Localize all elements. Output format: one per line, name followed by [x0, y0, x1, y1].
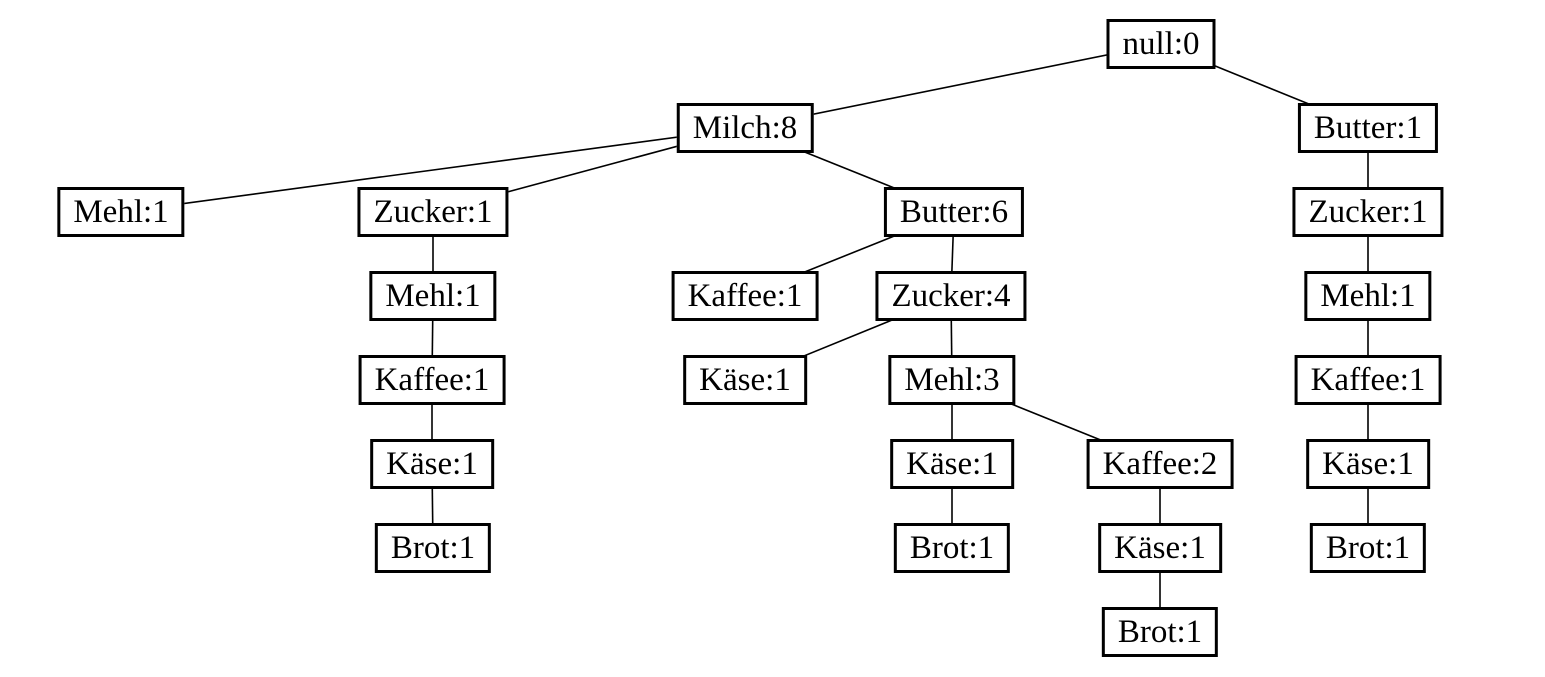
- tree-node-mehl1b: Mehl:1: [369, 271, 497, 321]
- tree-node-mehl3: Mehl:3: [888, 355, 1016, 405]
- tree-node-brot1r: Brot:1: [1309, 523, 1427, 573]
- tree-node-kaffee2: Kaffee:2: [1086, 439, 1234, 489]
- tree-node-zucker1a: Zucker:1: [357, 187, 509, 237]
- tree-node-kaffee1m: Kaffee:1: [671, 271, 819, 321]
- tree-node-brot1a: Brot:1: [374, 523, 492, 573]
- tree-node-zucker1r: Zucker:1: [1292, 187, 1444, 237]
- tree-node-mehl1a: Mehl:1: [57, 187, 185, 237]
- tree-edge-null0-milch8: [744, 43, 1162, 129]
- tree-node-null0: null:0: [1106, 19, 1216, 69]
- tree-node-butter1r: Butter:1: [1297, 103, 1439, 153]
- tree-node-kaese1r: Käse:1: [1306, 439, 1430, 489]
- tree-node-kaese1a: Käse:1: [370, 439, 494, 489]
- tree-node-mehl1r: Mehl:1: [1304, 271, 1432, 321]
- tree-node-kaese1m: Käse:1: [683, 355, 807, 405]
- tree-edge-milch8-mehl1a: [120, 127, 746, 213]
- tree-node-kaffee1a: Kaffee:1: [358, 355, 506, 405]
- tree-node-kaese1m2: Käse:1: [890, 439, 1014, 489]
- tree-node-milch8: Milch:8: [676, 103, 814, 153]
- tree-node-kaese1k: Käse:1: [1098, 523, 1222, 573]
- tree-node-butter6: Butter:6: [883, 187, 1025, 237]
- tree-node-zucker4: Zucker:4: [875, 271, 1027, 321]
- tree-node-brot1k: Brot:1: [1101, 607, 1219, 657]
- tree-node-brot1m: Brot:1: [893, 523, 1011, 573]
- tree-node-kaffee1r: Kaffee:1: [1294, 355, 1442, 405]
